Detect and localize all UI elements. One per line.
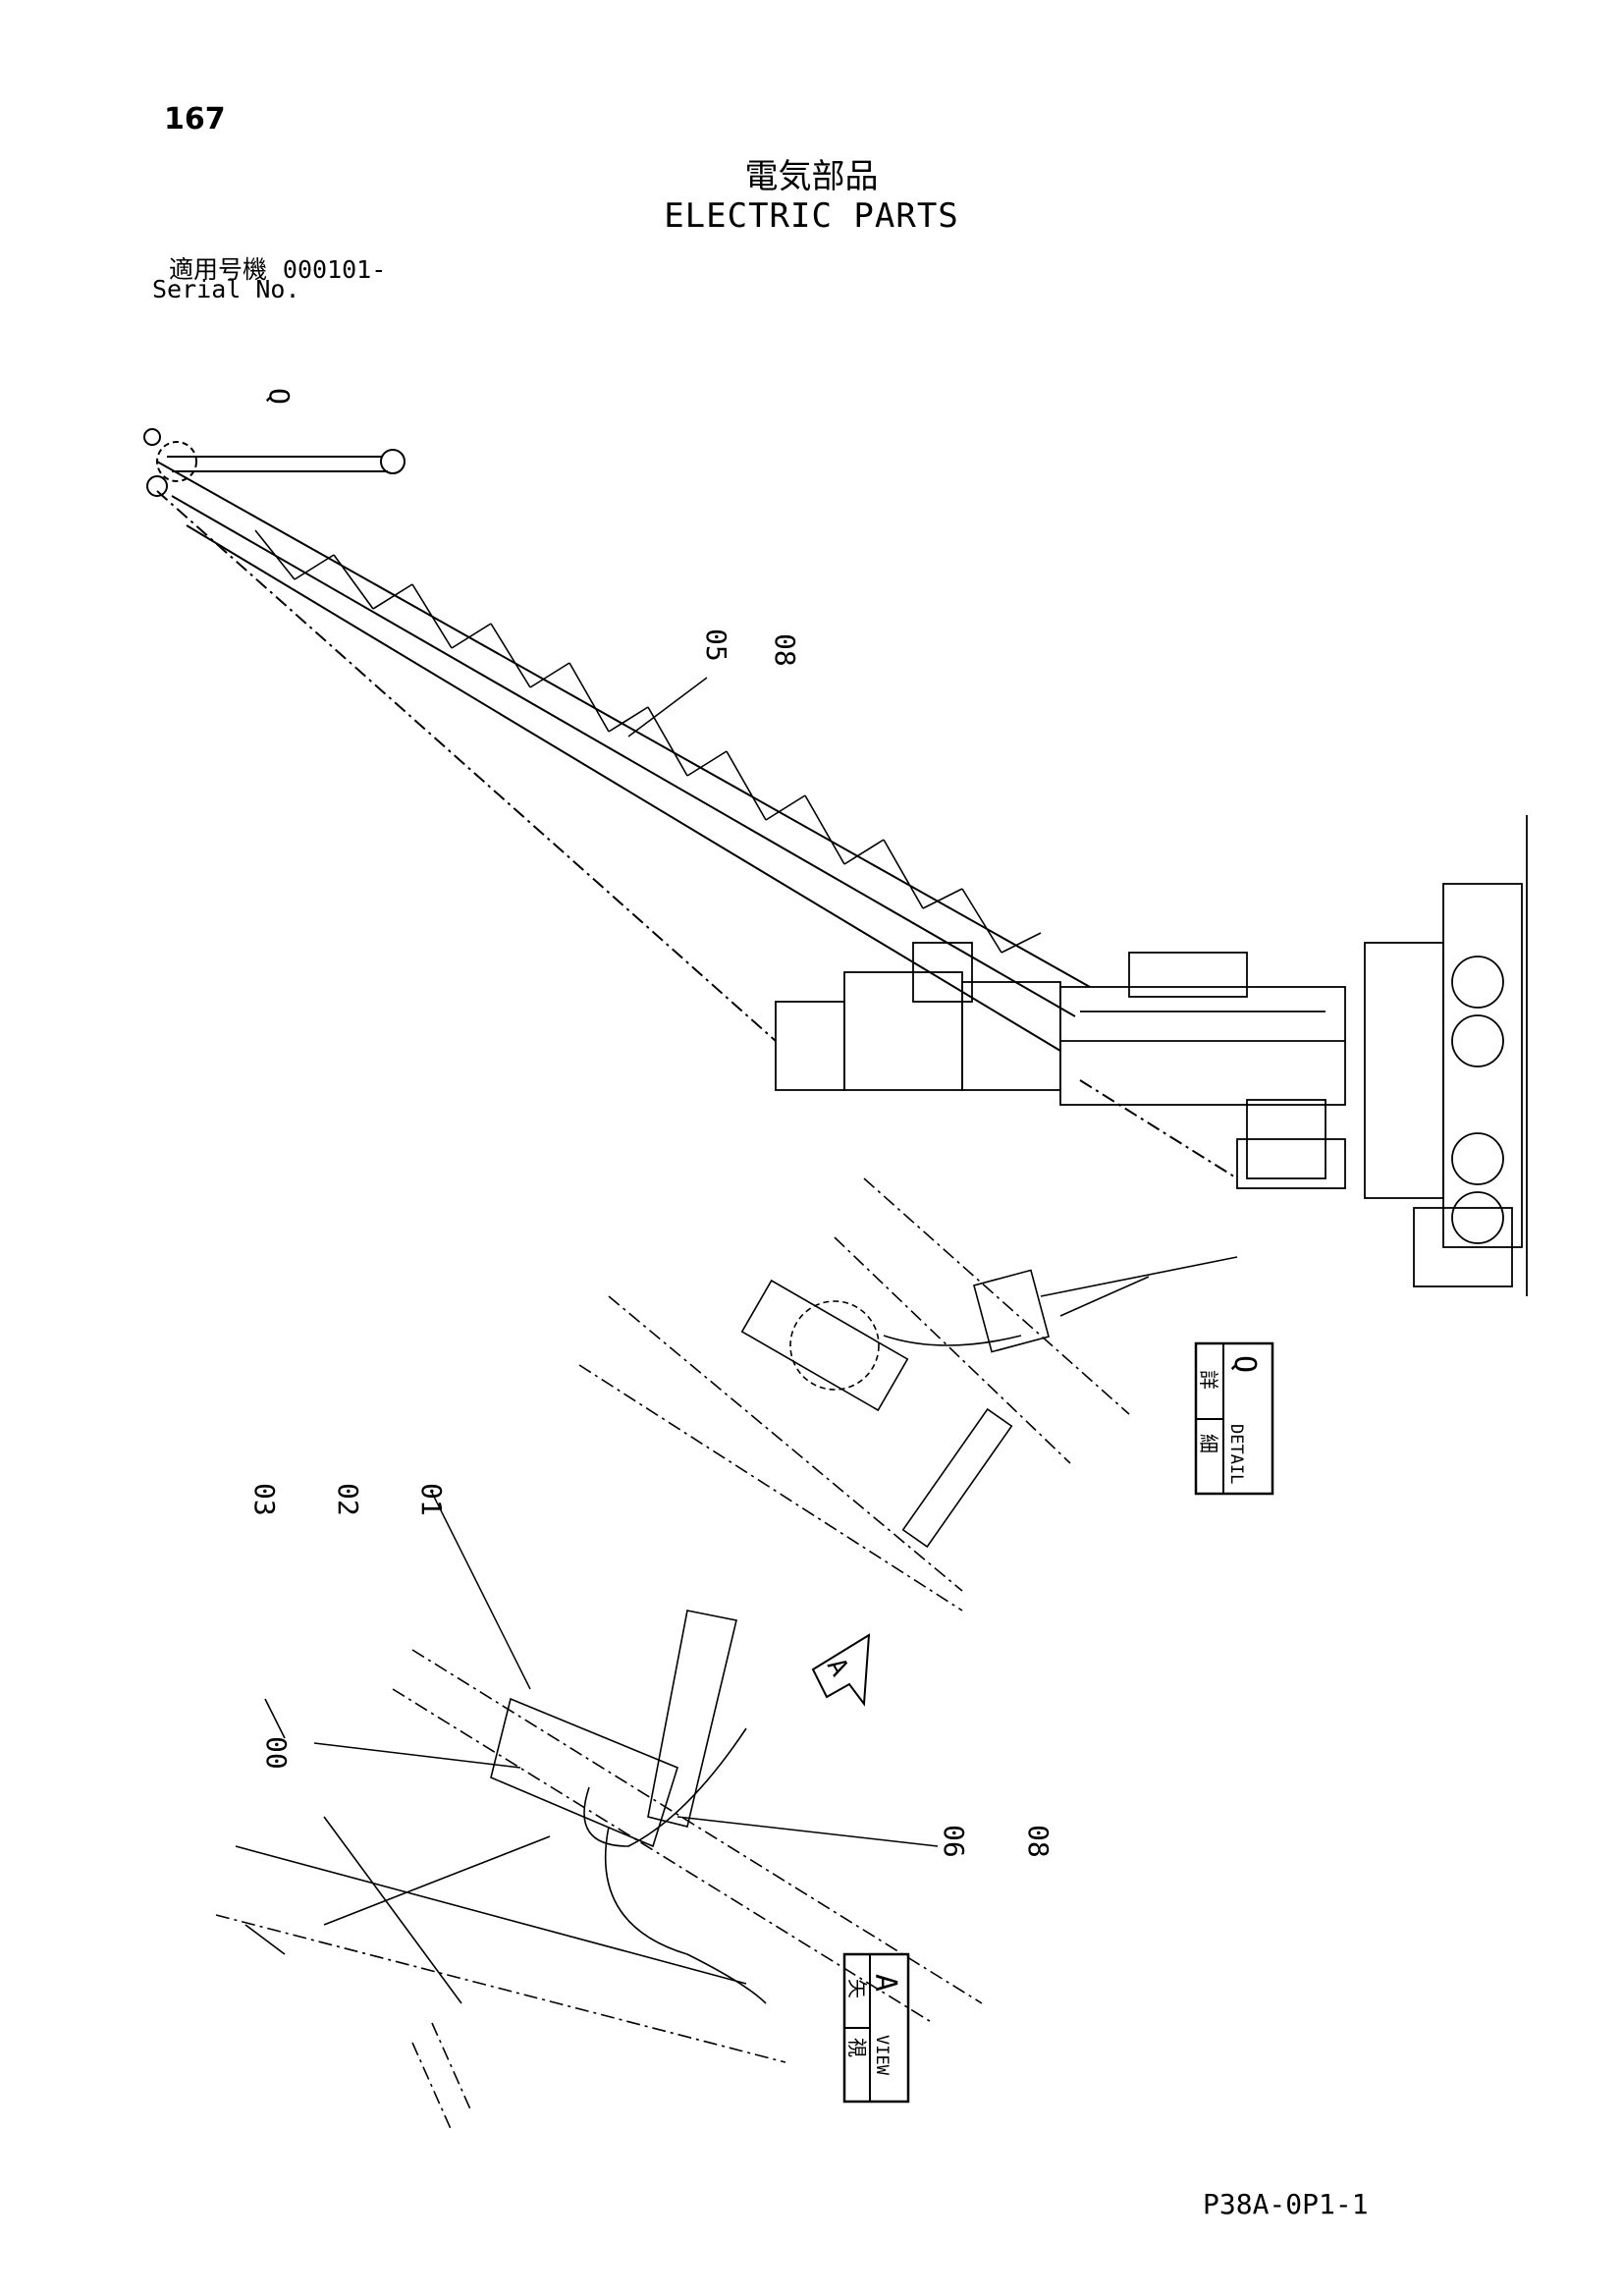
serial-label-jp-text: 適用号機	[169, 255, 268, 284]
crane-boom-drawing	[143, 428, 1528, 1296]
detail-label-jp-1: 詳	[1197, 1370, 1220, 1390]
callout-00: 00	[260, 1736, 293, 1770]
callout-08-boom: 08	[769, 633, 801, 667]
page-number: 167	[164, 102, 226, 137]
callout-08-view: 08	[1022, 1825, 1055, 1858]
q-marker-label: Q	[263, 388, 296, 405]
view-letter: A	[868, 1974, 902, 1992]
detail-label-box	[1194, 1341, 1274, 1496]
callout-03: 03	[248, 1483, 281, 1516]
view-label-box	[842, 1952, 910, 2104]
callout-05: 05	[700, 629, 732, 662]
detail-label-jp-2: 細	[1197, 1434, 1220, 1453]
callout-02: 02	[332, 1483, 364, 1516]
page-title-jp: 電気部品	[744, 157, 879, 196]
view-label-jp-2: 視	[845, 2038, 869, 2057]
page-title-en: ELECTRIC PARTS	[664, 196, 959, 236]
serial-value: 000101-	[282, 255, 387, 284]
view-arrow-icon	[811, 1633, 871, 1707]
view-a-drawing	[215, 1492, 983, 2132]
view-label-jp-1: 矢	[845, 1979, 869, 1998]
serial-label-en: Serial No.	[152, 275, 300, 303]
detail-q-drawing	[578, 1177, 1238, 1612]
callout-06: 06	[938, 1825, 970, 1858]
view-arrow-letter: A	[821, 1654, 854, 1682]
detail-letter: Q	[1227, 1355, 1262, 1373]
view-label-en: VIEW	[872, 2035, 892, 2076]
document-code: P38A-0P1-1	[1203, 2188, 1369, 2220]
serial-label-jp: 適用号機 000101-	[169, 250, 386, 286]
callout-01: 01	[415, 1483, 448, 1516]
detail-label-en: DETAIL	[1226, 1424, 1246, 1484]
